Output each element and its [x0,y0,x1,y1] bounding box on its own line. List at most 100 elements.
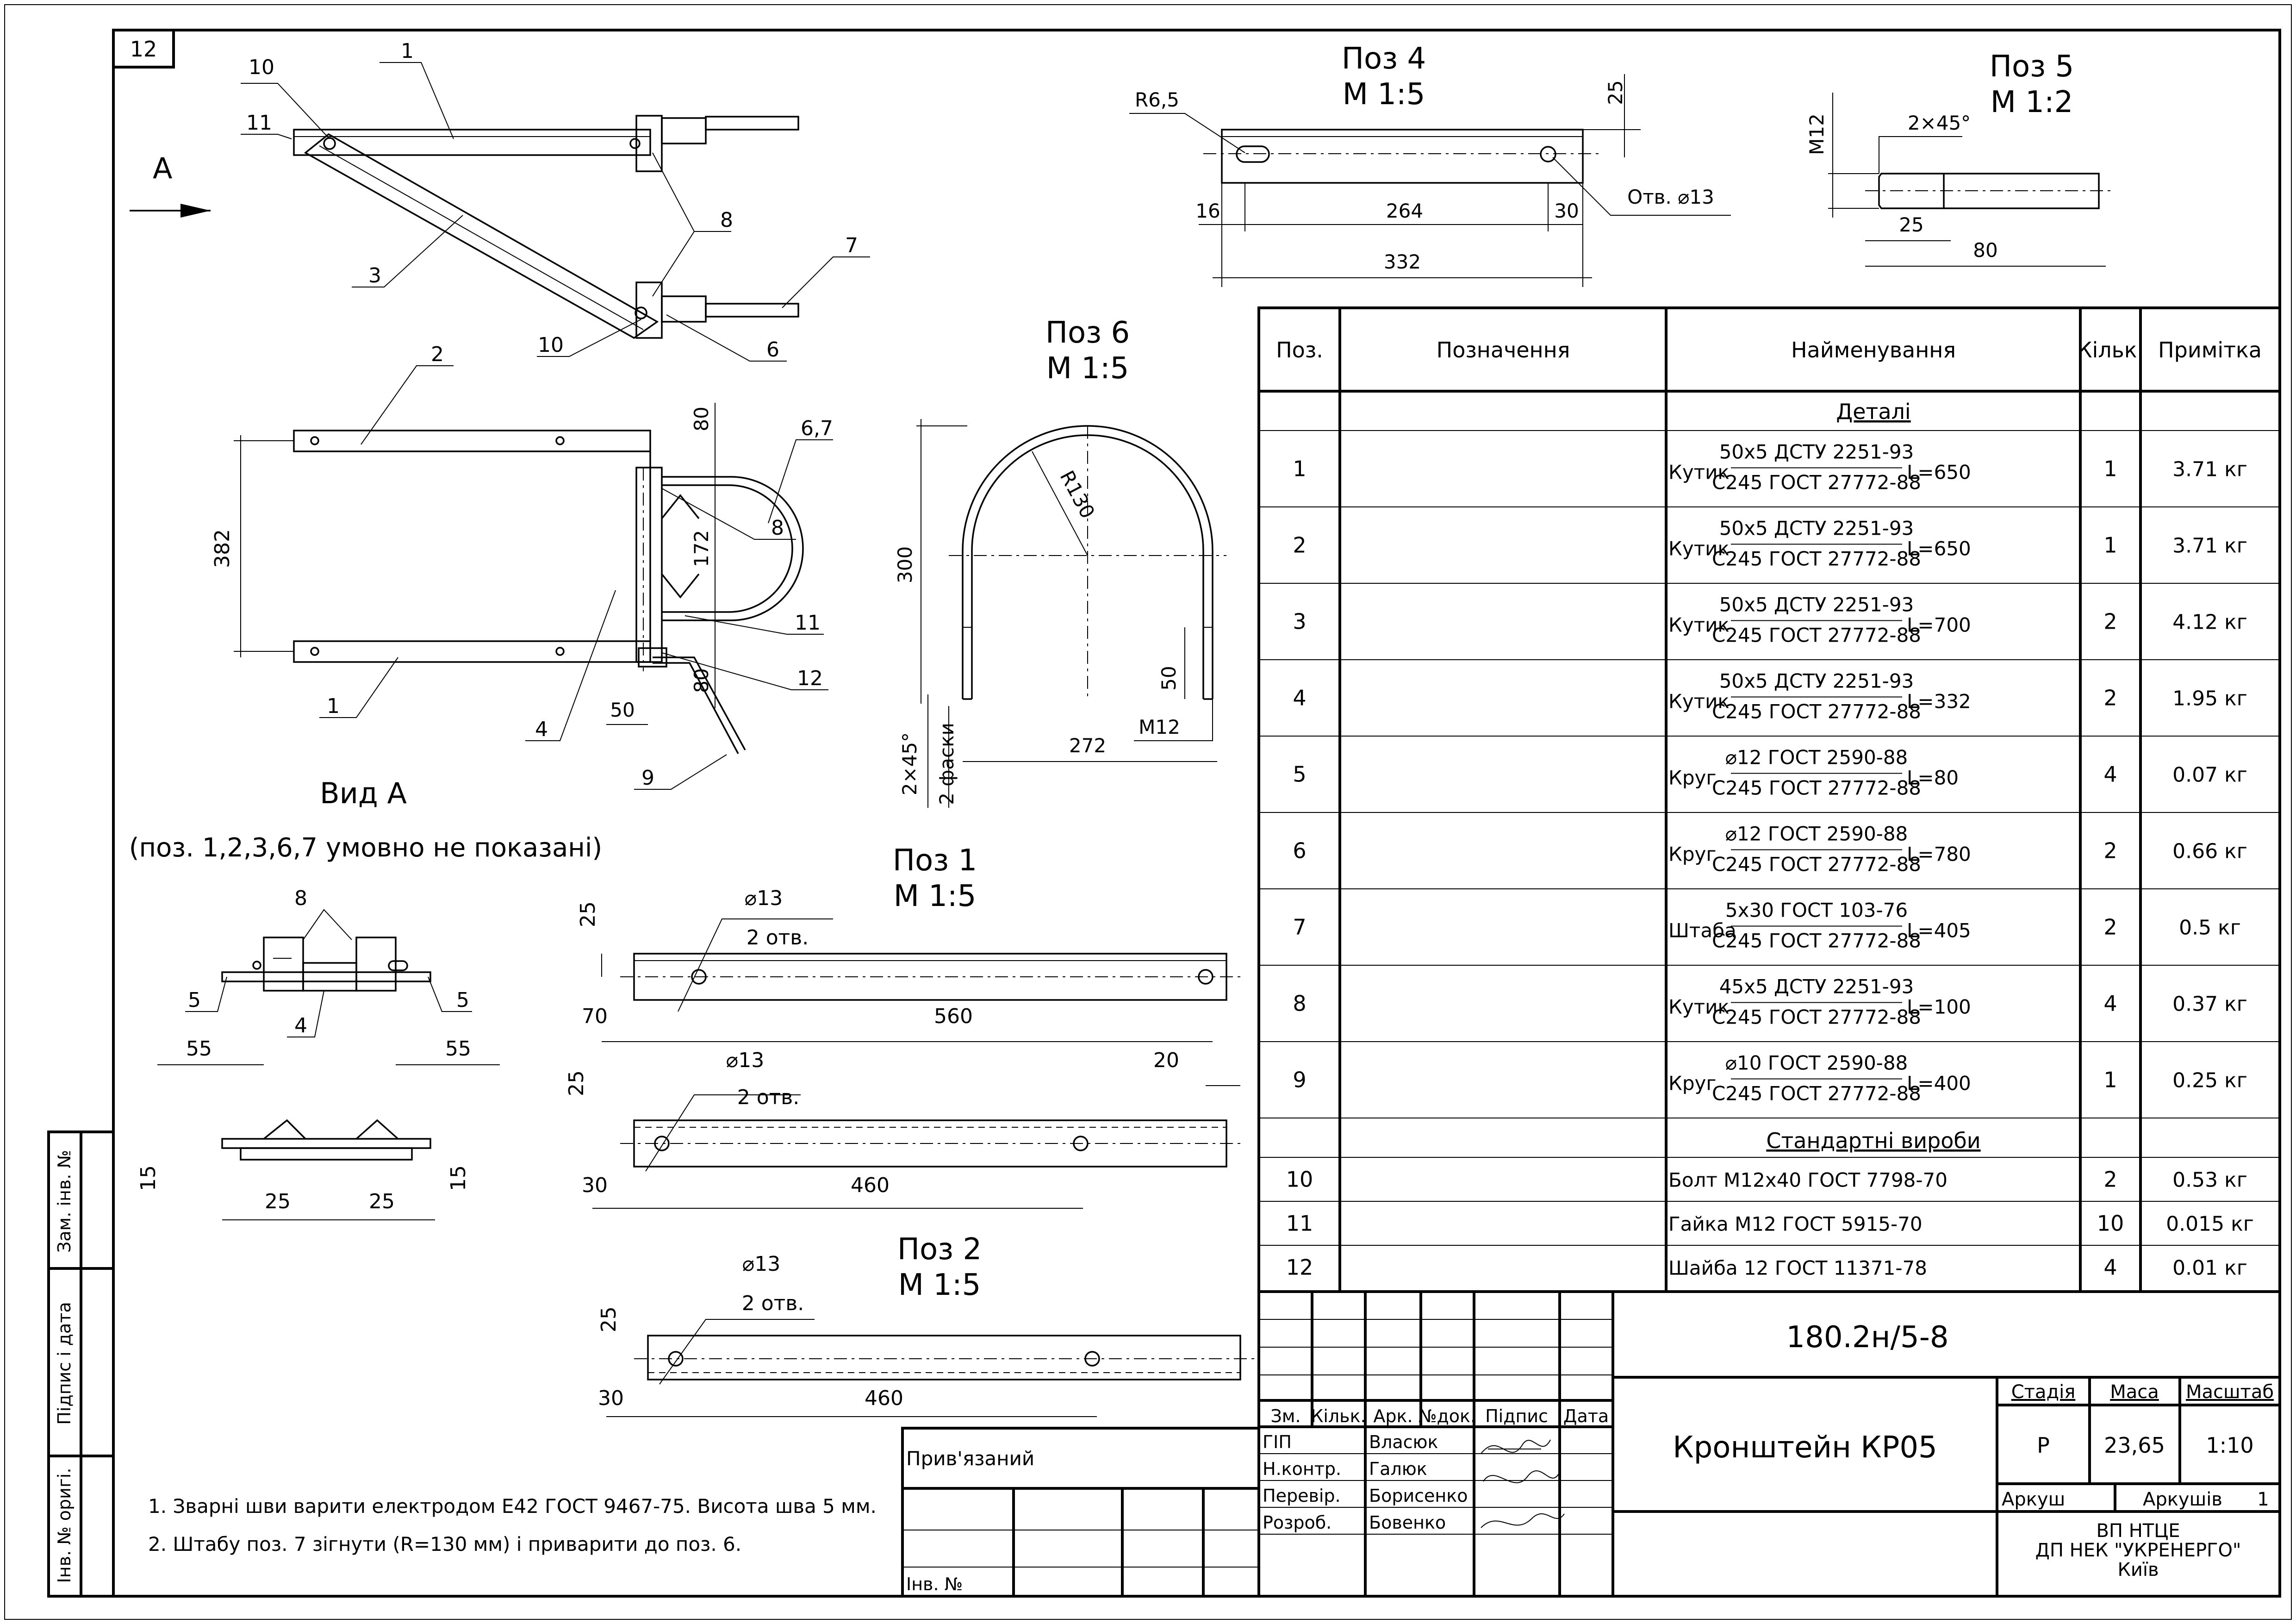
spec-row-length: L=332 [1907,690,1971,713]
spec-row-qty: 4 [2103,991,2117,1016]
spec-section-standard: Стандартні вироби [1766,1128,1980,1153]
spec-row-type: Кутик [1668,996,1730,1018]
spec-row-length: L=700 [1907,614,1971,637]
callout-2-plan: 2 [431,343,444,366]
spec-row-steel: С245 ГОСТ 27772-88 [1712,1082,1921,1105]
dim-plan-80-top: 80 [690,406,713,431]
dim-poz1b-460: 460 [851,1174,890,1197]
view-a-note: (поз. 1,2,3,6,7 умовно не показані) [129,833,603,863]
tb-product: Кронштейн КР05 [1673,1430,1937,1465]
tb-col-date: Дата [1563,1406,1609,1426]
dim-poz1b-25: 25 [565,1070,588,1096]
spec-row-profile: 50х5 ДСТУ 2251-93 [1719,670,1914,693]
poz4-title: Поз 4 [1342,42,1426,76]
tb-name-borysenko: Борисенко [1369,1486,1468,1506]
spec-std-mass: 0.01 кг [2172,1256,2247,1280]
poz6-scale: М 1:5 [1046,351,1129,386]
dim-poz5-25: 25 [1899,213,1923,236]
signature-1 [1481,1439,1551,1454]
spec-row-steel: С245 ГОСТ 27772-88 [1712,624,1921,647]
poz6-title: Поз 6 [1045,316,1130,350]
spec-row-pos: 5 [1293,762,1306,787]
tb-name-vlasiuk: Власюк [1369,1432,1438,1452]
dim-poz1-20: 20 [1153,1049,1179,1072]
tb-name-haliuk: Галюк [1369,1459,1427,1479]
spec-row-qty: 1 [2103,456,2117,481]
tb-org-2: ДП НЕК "УКРЕНЕРГО" [2035,1540,2241,1561]
callout-11-top: 11 [246,111,272,135]
spec-row-profile: 45х5 ДСТУ 2251-93 [1719,975,1914,998]
spec-std-name: Болт М12х40 ГОСТ 7798-70 [1668,1169,1948,1192]
spec-row-type: Кутик [1668,614,1730,637]
view-a-detail: 8 5 4 5 55 55 25 25 15 15 [137,887,500,1220]
tb-org-1: ВП НТЦЕ [2096,1520,2180,1542]
spec-std-qty: 10 [2097,1211,2124,1236]
spec-row-type: Штаба [1668,919,1736,942]
spec-row-mass: 0.66 кг [2172,840,2247,863]
dim-poz6-272: 272 [1069,734,1106,757]
tb-scale-label: Масштаб [2186,1381,2274,1403]
bracket-plan-view: 382 80 172 80 50 2 6,7 8 11 12 1 4 9 Вид… [129,343,833,863]
bracket-side-view: A 10 11 1 3 8 7 10 6 [130,39,870,362]
dim-poz6-50: 50 [1157,666,1180,690]
dim-poz6-m12: M12 [1139,716,1180,738]
callout-3-top: 3 [368,264,381,287]
tb-role-checked: Перевір. [1263,1486,1341,1506]
spec-section-details: Деталі [1836,399,1910,424]
spec-row-profile: ⌀12 ГОСТ 2590-88 [1725,823,1908,845]
spec-row-qty: 1 [2103,1068,2117,1093]
dim-plan-50: 50 [610,699,635,721]
spec-row-length: L=80 [1907,767,1959,789]
poz2-title: Поз 2 [897,1232,982,1267]
dim-poz1b-hole-count: 2 отв. [737,1086,799,1109]
poz4-scale: М 1:5 [1343,77,1425,112]
tb-scale: 1:10 [2206,1433,2253,1458]
callout-11-plan: 11 [795,611,821,635]
poz5-title: Поз 5 [1990,50,2074,84]
callout-6-top: 6 [766,338,779,362]
spec-row-type: Круг [1668,767,1716,789]
spec-row-length: L=650 [1907,461,1971,484]
spec-row-pos: 1 [1293,456,1306,481]
spec-std-pos: 10 [1286,1167,1313,1192]
attached-block: Прив'язаний Інв. № [901,1427,1260,1598]
inner-frame [112,29,2281,1598]
dim-poz1-25: 25 [576,901,600,927]
spec-table: Поз. Позначення Найменування Кільк. Прим… [1257,306,2281,1293]
spec-row-pos: 9 [1293,1068,1306,1093]
tb-role-developed: Розроб. [1263,1512,1332,1533]
tb-sheet-label: Аркуш [2002,1489,2065,1510]
spec-row-qty: 2 [2103,609,2117,634]
tb-col-change: Зм. [1270,1406,1300,1426]
spec-row-steel: С245 ГОСТ 27772-88 [1712,777,1921,800]
stamp-replacement-inv: Зам. інв. № [54,1150,75,1253]
view-a-title: Вид А [320,776,407,810]
spec-row-length: L=405 [1907,919,1971,942]
callout-6-7-plan: 6,7 [801,417,833,440]
tb-stage-label: Стадія [2011,1381,2076,1403]
dim-poz5-m12: M12 [1805,113,1828,155]
dim-plan-172: 172 [690,530,713,567]
spec-header-name: Найменування [1791,337,1956,362]
callout-9-plan: 9 [641,766,654,790]
tb-col-sheet: Арк. [1373,1406,1412,1426]
callout-10-bottom: 10 [538,333,564,357]
poz1-view: Поз 1 М 1:5 ⌀13 2 отв. 25 70 560 20 ⌀13 … [565,843,1240,1209]
dim-poz6-chamfer: 2×45° [898,732,921,795]
spec-std-mass: 0.53 кг [2172,1168,2247,1192]
spec-row-profile: 50х5 ДСТУ 2251-93 [1719,517,1914,540]
dim-poz4-r6-5: R6,5 [1135,88,1179,111]
inv-no-label: Інв. № [906,1574,963,1594]
dim-poz1-70: 70 [582,1005,608,1028]
dim-poz1-hole-count: 2 отв. [747,926,809,949]
callout-4-viewa: 4 [294,1014,307,1037]
spec-header-note: Примітка [2158,337,2262,362]
spec-row-mass: 0.5 кг [2179,916,2241,940]
spec-row-qty: 2 [2103,686,2117,711]
callout-8-top: 8 [720,208,733,232]
dim-viewa-15-right: 15 [447,1165,470,1191]
spec-row-type: Кутик [1668,461,1730,484]
spec-row-profile: ⌀10 ГОСТ 2590-88 [1725,1052,1908,1074]
sheet-number: 12 [130,37,157,62]
